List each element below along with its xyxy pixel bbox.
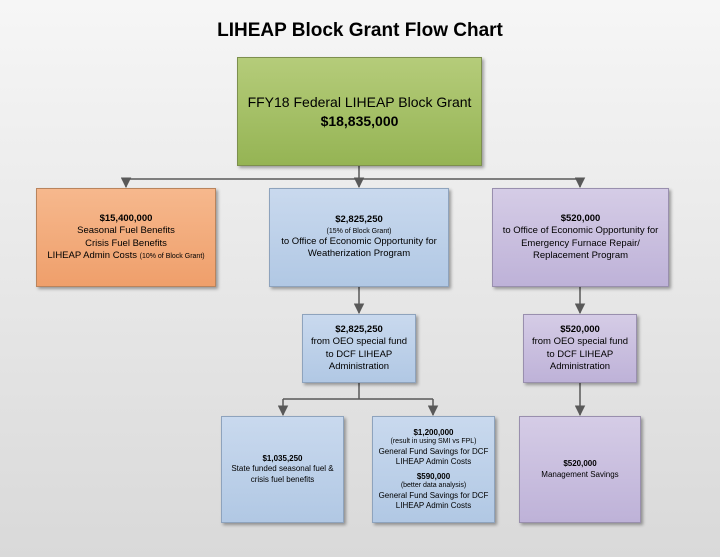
bottom-left-line1: State funded seasonal fuel & [231,464,334,474]
bottom-center-line2a: General Fund Savings for DCF [378,490,489,500]
bottom-right-amount: $520,000 [563,459,597,469]
right-mid-line3: Administration [549,360,611,372]
bottom-center-note2: (better data analysis) [400,482,467,489]
bottom-center-line1a: General Fund Savings for DCF [378,447,489,456]
right-mid-line1: from OEO special fund [531,336,629,348]
bottom-right-box: $520,000 Management Savings [519,416,641,523]
left-line3: LIHEAP Admin Costs [47,249,137,261]
right-line1: to Office of Economic Opportunity for [502,225,659,237]
center-mid-line2: to DCF LIHEAP [325,348,393,360]
root-box: FFY18 Federal LIHEAP Block Grant $18,835… [237,57,482,166]
bottom-center-amount2: $590,000 [416,472,451,481]
left-note: (10% of Block Grant) [139,252,205,260]
left-line2: Crisis Fuel Benefits [85,237,167,249]
right-box: $520,000 to Office of Economic Opportuni… [492,188,669,287]
right-mid-amount: $520,000 [560,323,600,335]
center-mid-line3: Administration [328,360,390,372]
right-line3: Replacement Program [532,249,629,261]
right-amount: $520,000 [560,212,601,224]
left-line1: Seasonal Fuel Benefits [77,225,175,237]
center-mid-box: $2,825,250 from OEO special fund to DCF … [302,314,416,383]
bottom-left-amount: $1,035,250 [262,453,303,463]
left-amount: $15,400,000 [99,212,153,224]
center-line2: Weatherization Program [307,248,411,260]
center-mid-line1: from OEO special fund [310,336,408,348]
bottom-center-line2b: LIHEAP Admin Costs [395,500,472,510]
right-mid-line2: to DCF LIHEAP [546,348,614,360]
bottom-left-box: $1,035,250 State funded seasonal fuel & … [221,416,344,523]
bottom-left-line2: crisis fuel benefits [250,474,315,484]
center-line1: to Office of Economic Opportunity for [281,235,437,247]
bottom-center-box: $1,200,000 (result in using SMI vs FPL) … [372,416,495,523]
bottom-center-amount1: $1,200,000 [413,428,454,438]
bottom-right-line1: Management Savings [541,469,619,479]
right-mid-box: $520,000 from OEO special fund to DCF LI… [523,314,637,383]
root-amount: $18,835,000 [320,112,399,129]
center-box: $2,825,250 (15% of Block Grant) to Offic… [269,188,449,287]
center-note: (15% of Block Grant) [326,227,392,235]
bottom-center-note1: (result in using SMI vs FPL) [390,438,477,446]
root-label: FFY18 Federal LIHEAP Block Grant [247,94,472,111]
right-line2: Emergency Furnace Repair/ [521,237,640,249]
bottom-center-line1b: LIHEAP Admin Costs [395,457,472,466]
center-amount: $2,825,250 [335,214,383,226]
left-box: $15,400,000 Seasonal Fuel Benefits Crisi… [36,188,216,287]
center-mid-amount: $2,825,250 [335,323,383,335]
page-title: LIHEAP Block Grant Flow Chart [217,20,503,41]
